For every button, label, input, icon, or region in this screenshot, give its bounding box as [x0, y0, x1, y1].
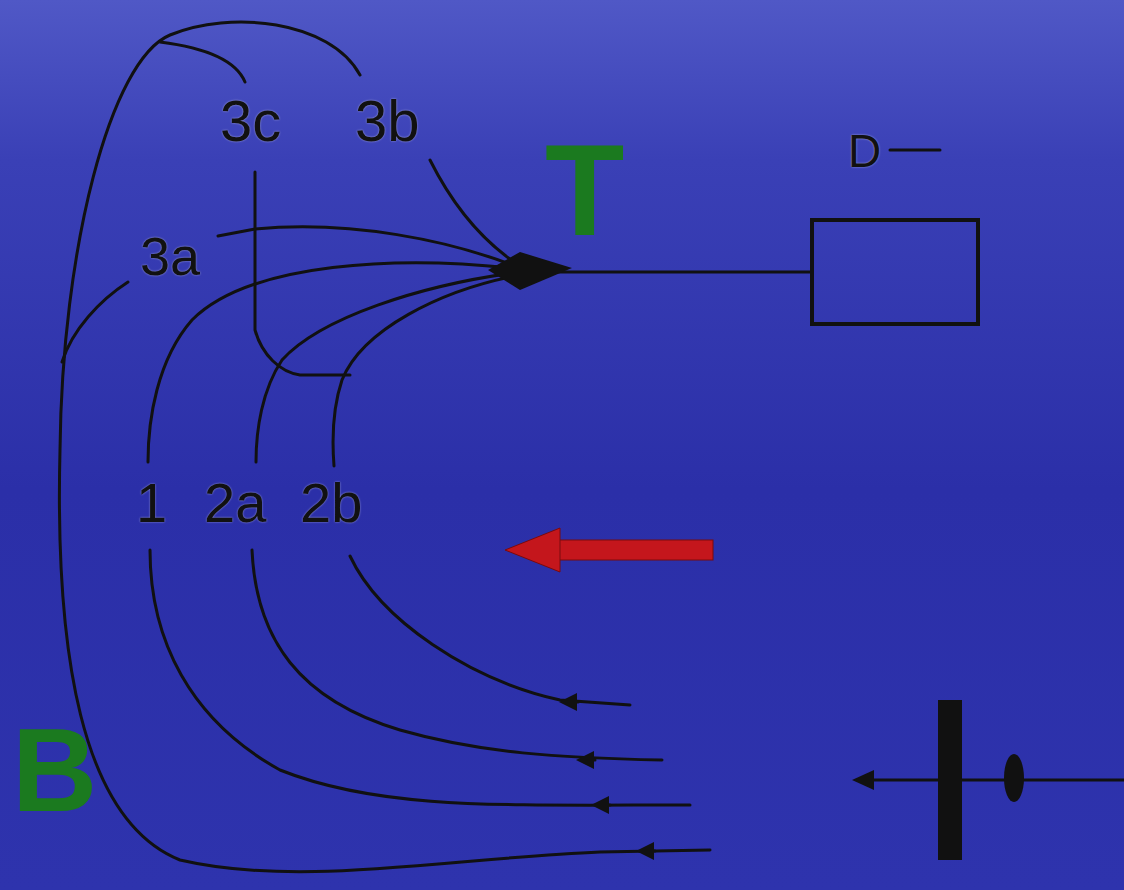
callout-number: 3c [220, 92, 281, 150]
symbol-letter: D [848, 128, 881, 174]
callout-number: 1 [136, 475, 167, 531]
callout-number: 3b [355, 92, 420, 150]
flow-line-2a [256, 272, 520, 462]
flow-line-2b [350, 556, 630, 705]
region-letter: B [12, 711, 97, 829]
vortex-core [488, 252, 572, 290]
symbol-line [890, 149, 940, 152]
body-rectangle [812, 220, 978, 324]
callout-number: 2b [300, 475, 362, 531]
flow-line-1 [150, 550, 690, 805]
axis-line [870, 779, 1124, 782]
flow-line-2b [333, 275, 520, 466]
outer-flow-line [59, 22, 710, 872]
flow-line-2a [252, 550, 662, 760]
flow-arrow [568, 701, 578, 704]
flow-arrow [585, 759, 595, 762]
flow-lines [59, 22, 1124, 872]
vortex-3a-line [62, 282, 128, 362]
propeller-symbol [852, 700, 1024, 860]
flow-arrow [600, 804, 610, 807]
callout-number: 3a [140, 229, 200, 283]
callout-number: 2a [204, 475, 266, 531]
region-letter: T [545, 125, 624, 255]
flow-arrow [645, 850, 655, 853]
flow-direction-arrow [505, 528, 713, 572]
vortex-3a-line [218, 227, 520, 268]
vortex-3b-line [430, 160, 520, 266]
vortex-3c-line [160, 42, 245, 82]
